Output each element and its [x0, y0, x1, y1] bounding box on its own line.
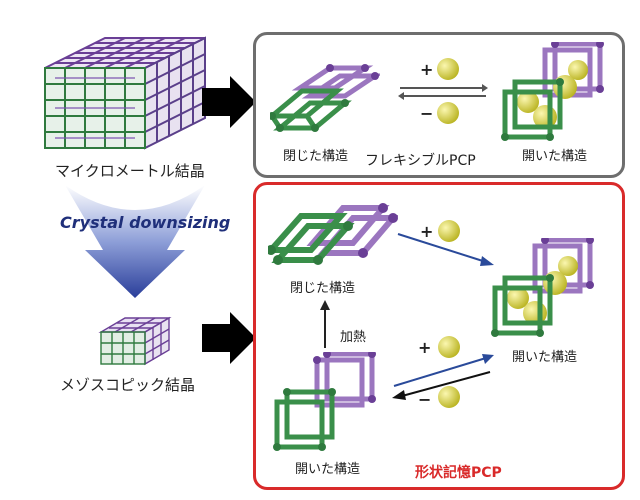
top-open-label: 開いた構造 [522, 149, 588, 164]
adsorption-arrow-upper [397, 233, 494, 266]
bottom-empty-open-structure-diagram [273, 352, 376, 451]
bottom-open-right-label: 開いた構造 [512, 350, 578, 365]
bottom-closed-label: 閉じた構造 [290, 281, 356, 296]
arrow-to-flexible-pcp [202, 76, 256, 128]
micrometer-crystal-label: マイクロメートル結晶 [55, 162, 205, 180]
top-guest-lower [437, 102, 459, 124]
shape-memory-pcp-panel [253, 182, 625, 490]
top-closed-structure-diagram [270, 64, 380, 132]
bottom-guest-upper [438, 220, 460, 242]
top-equilibrium-arrows [398, 84, 488, 100]
heat-arrow [320, 300, 330, 348]
top-guest-upper [437, 58, 459, 80]
flexible-pcp-title: フレキシブルPCP [365, 153, 476, 169]
bottom-open-bottom-label: 開いた構造 [295, 462, 361, 477]
downsizing-arrow [65, 185, 205, 298]
flexible-pcp-panel [253, 32, 625, 178]
top-closed-label: 閉じた構造 [283, 149, 349, 164]
bottom-plus-lower: + [418, 338, 432, 357]
top-minus-sign: − [420, 104, 434, 123]
top-open-structure-diagram [501, 42, 604, 141]
mesoscopic-crystal-image [98, 316, 172, 366]
mesoscopic-crystal-label: メゾスコピック結晶 [60, 376, 196, 394]
shape-memory-pcp-title: 形状記憶PCP [415, 465, 502, 481]
bottom-closed-structure-diagram [268, 203, 398, 265]
heat-label: 加熱 [340, 330, 367, 345]
micrometer-crystal-image [44, 36, 206, 150]
arrow-to-shape-memory-pcp [202, 312, 256, 364]
bottom-guest-lower-plus [438, 336, 460, 358]
adsorption-desorption-arrows-lower [392, 354, 494, 400]
bottom-plus-upper: + [420, 222, 434, 241]
bottom-open-structure-diagram [491, 238, 594, 337]
bottom-guest-lower-minus [438, 386, 460, 408]
top-plus-sign: + [420, 60, 434, 79]
bottom-minus-sign: − [418, 390, 432, 409]
crystal-downsizing-label: Crystal downsizing [60, 213, 231, 232]
